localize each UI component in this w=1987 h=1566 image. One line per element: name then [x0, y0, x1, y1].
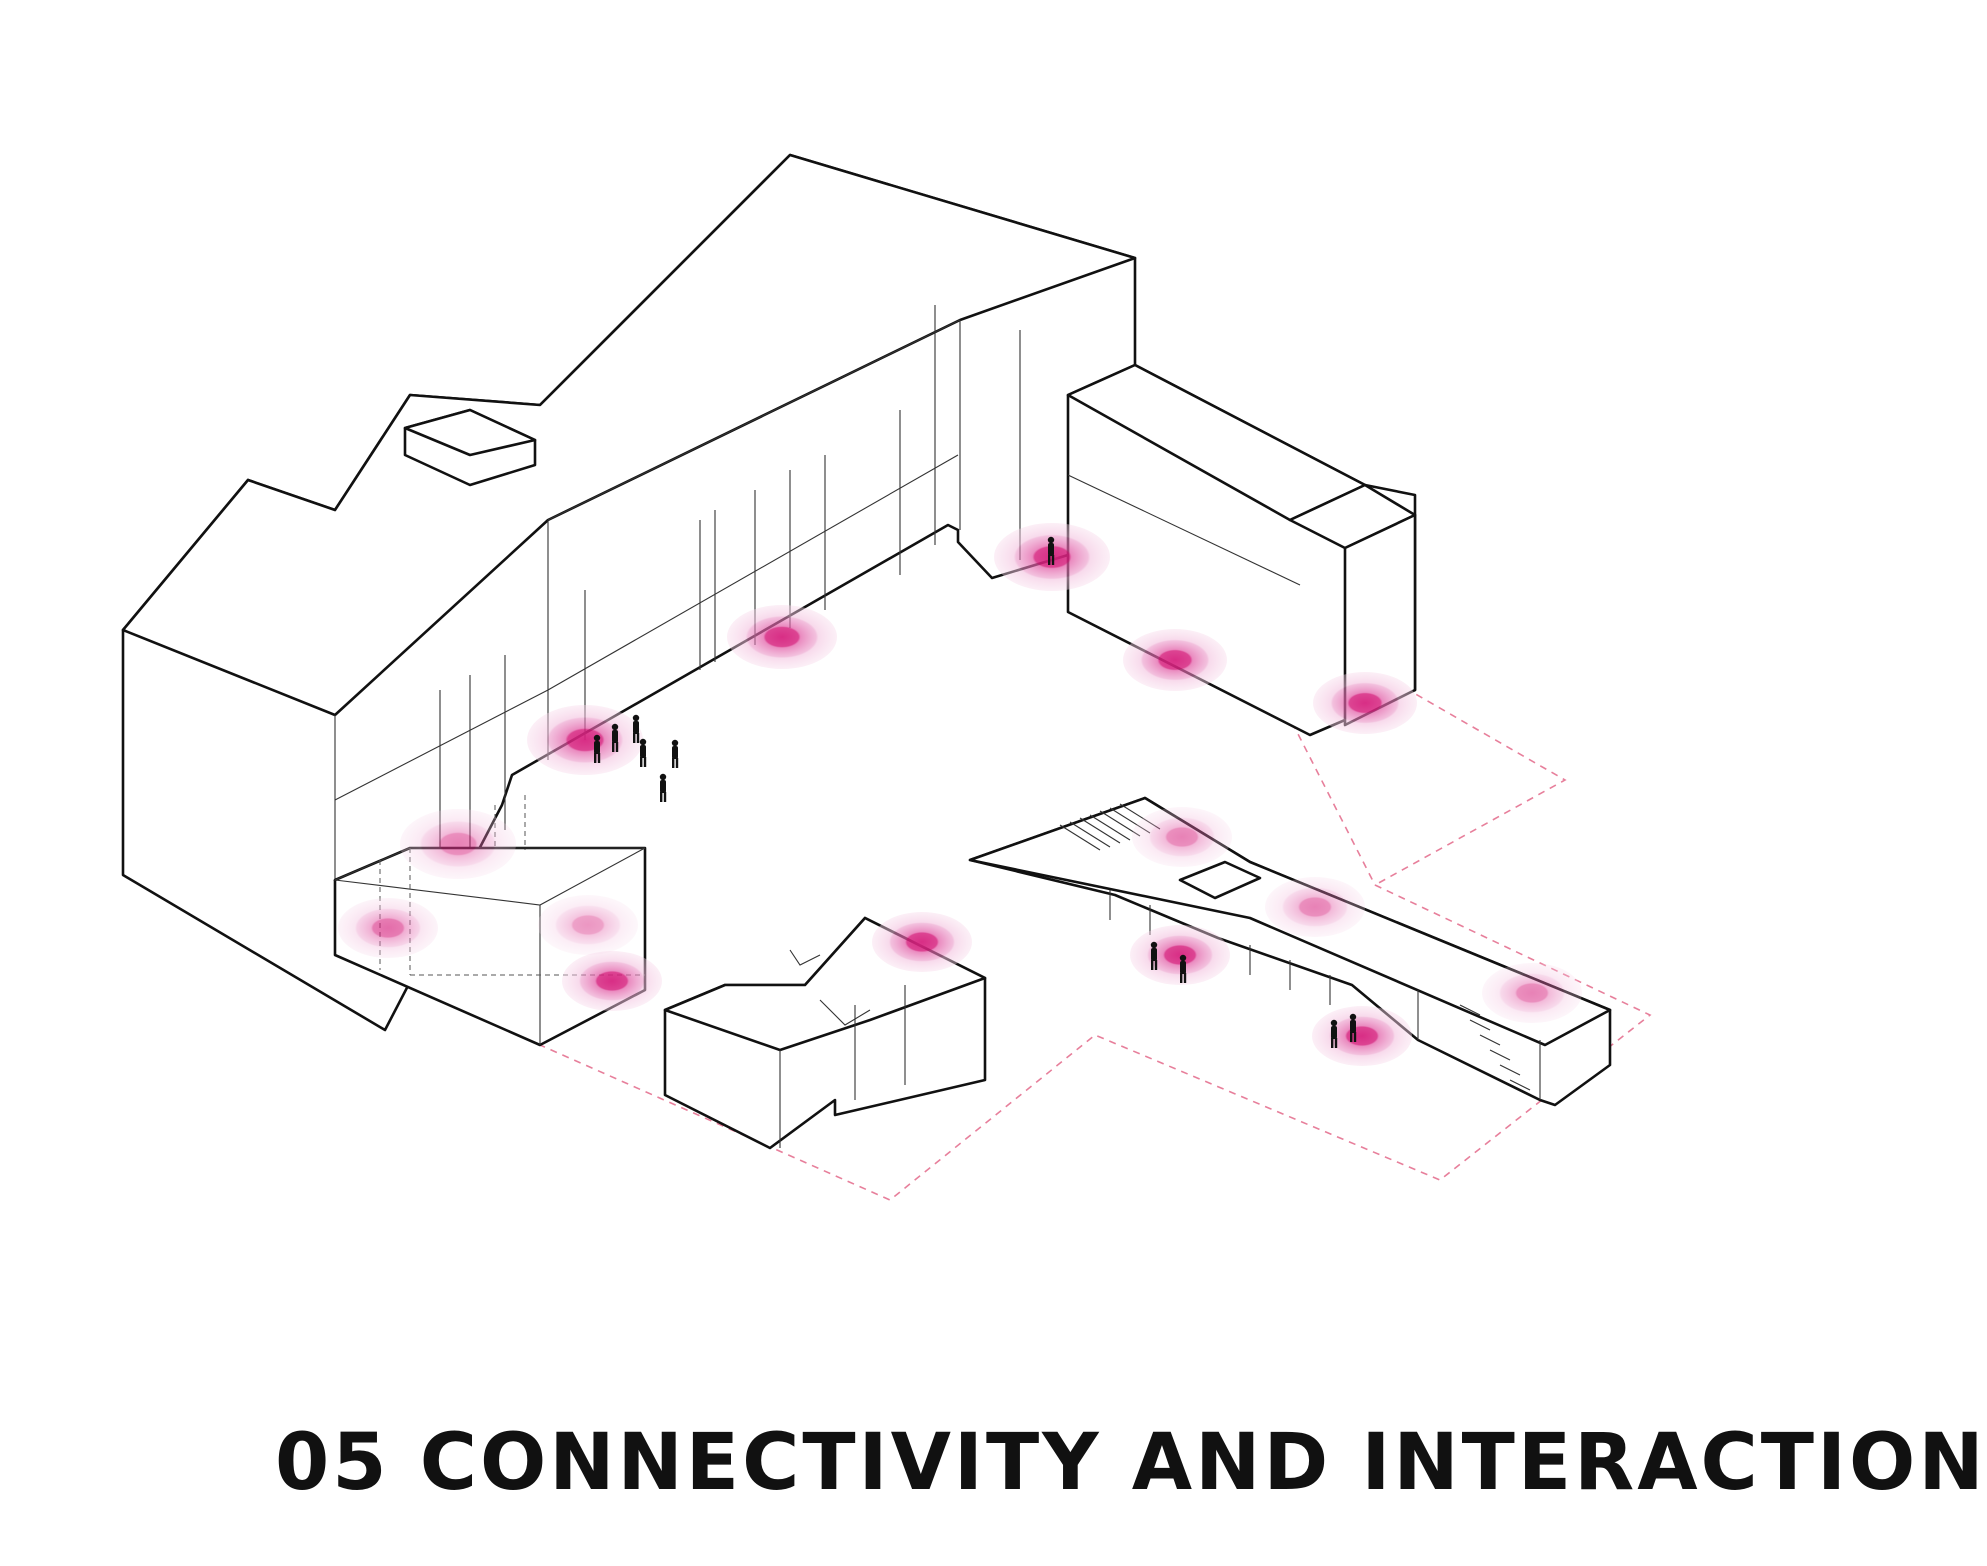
interaction-zone — [1132, 807, 1232, 867]
people — [593, 536, 1357, 1048]
isometric-diagram — [121, 153, 1652, 1201]
person-icon — [632, 714, 640, 743]
interaction-zone — [727, 605, 837, 669]
interaction-zone — [1312, 1006, 1412, 1066]
interaction-zone — [538, 895, 638, 955]
south-east-building — [968, 796, 1612, 1107]
person-icon — [1047, 536, 1055, 565]
interaction-zone — [1123, 629, 1227, 691]
interaction-zone — [527, 705, 643, 775]
site-boundary — [539, 629, 1652, 1201]
person-icon — [671, 739, 679, 768]
person-icon — [639, 738, 647, 767]
interaction-zone — [1482, 963, 1582, 1023]
person-icon — [1150, 941, 1158, 970]
interaction-zone — [562, 951, 662, 1011]
interaction-zone — [338, 898, 438, 958]
interaction-zone — [1265, 877, 1365, 937]
interaction-zone — [400, 809, 516, 879]
person-icon — [593, 734, 601, 763]
person-icon — [1330, 1019, 1338, 1048]
diagram-title: 05 CONNECTIVITY AND INTERACTION — [275, 1418, 1987, 1508]
person-icon — [611, 723, 619, 752]
interaction-zone — [872, 912, 972, 972]
person-icon — [1179, 954, 1187, 983]
person-icon — [1349, 1013, 1357, 1042]
interaction-zone — [1313, 672, 1417, 734]
interaction-zones — [338, 523, 1582, 1066]
person-icon — [659, 773, 667, 802]
